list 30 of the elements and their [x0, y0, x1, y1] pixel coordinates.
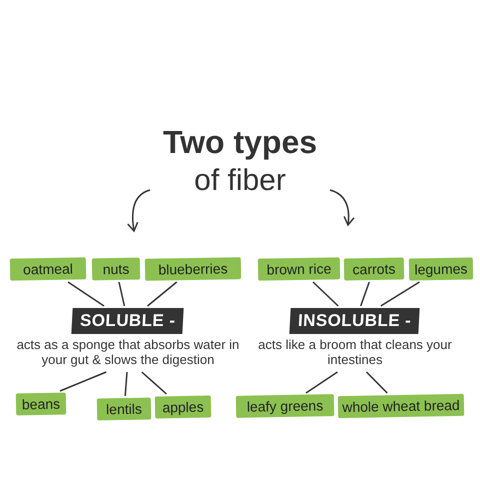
food-tag: oatmeal	[10, 257, 86, 281]
food-tag: whole wheat bread	[338, 394, 464, 418]
connector-line	[60, 371, 107, 392]
curved-arrow	[330, 189, 355, 226]
connector-line	[68, 281, 104, 307]
food-tag: apples	[154, 396, 212, 418]
connector-line	[124, 372, 128, 396]
food-tag: brown rice	[258, 257, 340, 281]
food-tag: beans	[16, 392, 66, 416]
connector-line	[360, 282, 370, 306]
type-label: SOLUBLE -	[72, 308, 184, 334]
connector-line	[366, 371, 388, 394]
connector-line	[306, 371, 338, 394]
title-heading: Two types	[162, 123, 318, 162]
food-tag: blueberries	[144, 257, 242, 281]
connector-line	[380, 281, 420, 307]
description-text: acts as a sponge that absorbs water in your gut & slows the digestion	[16, 337, 240, 367]
description-text: acts like a broom that cleans your intestines	[257, 337, 453, 367]
type-label: INSOLUBLE -	[290, 308, 420, 334]
connector-line	[312, 281, 339, 307]
connector-line	[118, 282, 126, 306]
title-subheading: of fiber	[194, 163, 286, 199]
food-tag: legumes	[408, 257, 474, 281]
curved-arrow	[127, 189, 150, 232]
food-tag: carrots	[344, 257, 404, 281]
food-tag: leafy greens	[236, 394, 334, 418]
connector-line	[141, 371, 167, 395]
food-tag: lentils	[96, 398, 152, 420]
food-tag: nuts	[92, 258, 140, 280]
connector-line	[147, 281, 178, 307]
